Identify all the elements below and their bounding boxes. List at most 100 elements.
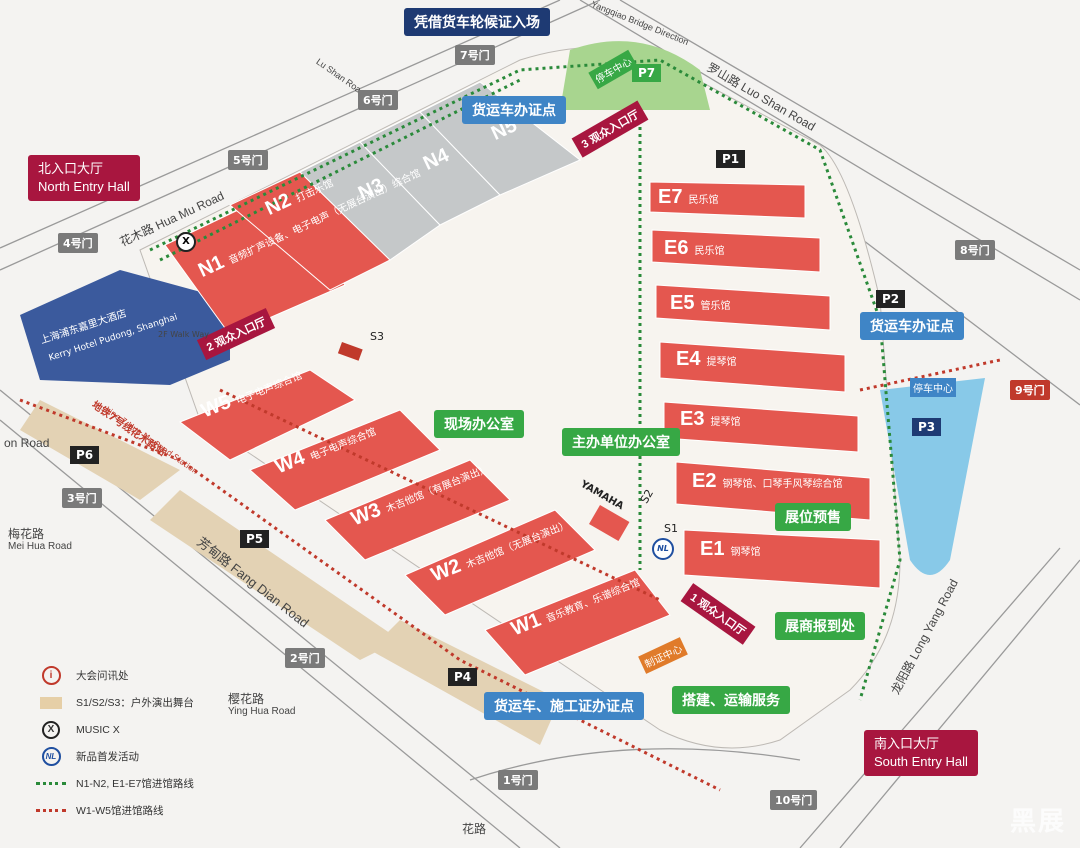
legend-row-green-route: N1-N2, E1-E7馆进馆路线 (36, 770, 336, 797)
stage-icon (40, 696, 62, 709)
parking-p7: P7 (632, 64, 662, 82)
music-x-legend-icon: X (42, 720, 60, 739)
hall-name: 钢琴馆、口琴手风琴综合馆 (722, 479, 843, 490)
hall-name: 提琴馆 (710, 417, 741, 428)
road-huahua: 花路 (462, 822, 487, 836)
gate-5[interactable]: 5号门 (228, 150, 268, 170)
red-route-icon (36, 809, 66, 812)
legend-text: N1-N2, E1-E7馆进馆路线 (76, 778, 194, 790)
south-entry-en: South Entry Hall (874, 754, 968, 769)
hall-code: E1 (700, 538, 725, 560)
north-entry-cn: 北入口大厅 (38, 161, 104, 176)
routes (19, 58, 1001, 792)
site-office-callout: 现场办公室 (434, 410, 524, 438)
info-icon: i (41, 666, 61, 685)
hall-name: 民乐馆 (688, 195, 719, 206)
hall-label-e6: E6 民乐馆 (664, 237, 724, 260)
p5-lot (150, 490, 400, 660)
halls-layer (164, 81, 881, 676)
hall-name: 管乐馆 (700, 301, 731, 312)
hall-code: E7 (658, 186, 683, 208)
legend-row-nl: NL 新品首发活动 (36, 743, 336, 770)
parking-p5: P5 (240, 530, 270, 548)
gate-10[interactable]: 10号门 (770, 790, 818, 810)
hall-w1[interactable] (484, 569, 671, 676)
hall-e3[interactable] (663, 401, 859, 453)
hall-label-e3: E3 提琴馆 (680, 408, 740, 431)
hall-code: E2 (692, 470, 717, 492)
truck-office-east-callout: 货运车办证点 (860, 312, 964, 340)
hall-code: E6 (664, 237, 689, 259)
p3-center-label: 停车中心 (910, 378, 956, 397)
hotel-building (20, 270, 230, 385)
hall-label-e4: E4 提琴馆 (676, 348, 736, 371)
legend-text: W1-W5馆进馆路线 (76, 805, 164, 817)
north-entry-en: North Entry Hall (38, 179, 130, 194)
legend-row-musicx: X MUSIC X (36, 716, 336, 743)
legend-text: 新品首发活动 (76, 751, 139, 763)
hall-n5[interactable] (419, 81, 581, 196)
hall-name: 民乐馆 (694, 246, 725, 257)
gate-4[interactable]: 4号门 (58, 233, 98, 253)
legend-row-red-route: W1-W5馆进馆路线 (36, 797, 336, 824)
hall-w5[interactable] (178, 369, 357, 461)
stage-s3-label: S3 (370, 330, 384, 343)
legend-text: S1/S2/S3：户外演出舞台 (76, 697, 194, 709)
walkway-label: 2F Walk Way (158, 330, 209, 339)
legend-row-info: i 大会问讯处 (36, 662, 336, 689)
gate-3[interactable]: 3号门 (62, 488, 102, 508)
p3-lake (880, 378, 985, 575)
new-launch-icon[interactable]: NL (652, 538, 674, 560)
north-entry-callout: 北入口大厅 North Entry Hall (28, 155, 140, 201)
hall-code: E3 (680, 408, 705, 430)
green-route-icon (36, 782, 66, 785)
parking-p4: P4 (448, 668, 478, 686)
road-yinghua-en: Ying Hua Road (228, 706, 296, 717)
hall-label-e5: E5 管乐馆 (670, 292, 730, 315)
watermark: 黑展 (1009, 806, 1066, 836)
legend-text: MUSIC X (76, 723, 120, 736)
build-transport-callout: 搭建、运输服务 (672, 686, 790, 714)
gate-8[interactable]: 8号门 (955, 240, 995, 260)
hall-e5[interactable] (655, 284, 831, 331)
hall-label-e7: E7 民乐馆 (658, 186, 718, 209)
hall-code: E5 (670, 292, 695, 314)
nl-legend-icon: NL (41, 747, 61, 766)
gate-7[interactable]: 7号门 (455, 45, 495, 65)
exhibitor-checkin-callout: 展商报到处 (775, 612, 865, 640)
truck-office-north-callout: 货运车办证点 (462, 96, 566, 124)
hall-label-e1: E1 钢琴馆 (700, 538, 760, 561)
hall-e6[interactable] (651, 229, 821, 273)
music-x-icon[interactable]: X (176, 232, 196, 252)
hall-e1[interactable] (683, 529, 881, 589)
hall-name: 提琴馆 (706, 357, 737, 368)
truck-pass-callout: 凭借货车轮候证入场 (404, 8, 550, 36)
hall-e7[interactable] (649, 181, 806, 219)
road-meihua: 梅花路 (8, 527, 45, 541)
hall-name: 钢琴馆 (730, 547, 761, 558)
road-yinghua: 樱花路 (228, 692, 265, 706)
gate-6[interactable]: 6号门 (358, 90, 398, 110)
south-entry-cn: 南入口大厅 (874, 736, 940, 751)
road-meihua-en: Mei Hua Road (8, 541, 72, 552)
parking-p6: P6 (70, 446, 100, 464)
hall-e4[interactable] (659, 341, 846, 393)
hall-w2[interactable] (404, 509, 596, 616)
preview-callout: 展位预售 (775, 503, 851, 531)
p6-lot (20, 400, 180, 500)
legend-text: 大会问讯处 (76, 670, 129, 682)
hall-label-e2: E2 钢琴馆、口琴手风琴综合馆 (692, 470, 842, 493)
parking-p3: P3 (912, 418, 942, 436)
gate-2[interactable]: 2号门 (285, 648, 325, 668)
gate-9[interactable]: 9号门 (1010, 380, 1050, 400)
road-on: on Road (4, 436, 50, 450)
parking-p2: P2 (876, 290, 906, 308)
truck-construction-callout: 货运车、施工证办证点 (484, 692, 644, 720)
hall-code: E4 (676, 348, 701, 370)
stage-s3 (337, 342, 363, 361)
organizer-office-callout: 主办单位办公室 (562, 428, 680, 456)
hall-w4[interactable] (249, 409, 441, 511)
south-entry-callout: 南入口大厅 South Entry Hall (864, 730, 978, 776)
hall-w3[interactable] (324, 459, 511, 561)
gate-1[interactable]: 1号门 (498, 770, 538, 790)
